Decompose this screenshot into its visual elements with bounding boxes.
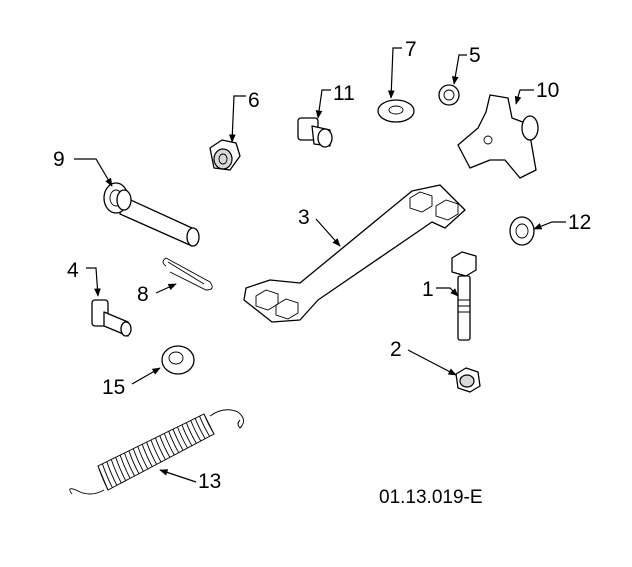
callout-6: 6 [228, 89, 260, 143]
svg-text:4: 4 [67, 259, 79, 282]
svg-text:8: 8 [137, 283, 149, 306]
callout-8: 8 [137, 283, 177, 306]
drawing-code: 01.13.019-E [379, 487, 483, 508]
part-6-lock-nut [209, 139, 241, 171]
part-13-extension-spring [69, 409, 244, 495]
svg-text:11: 11 [333, 82, 355, 105]
svg-text:1: 1 [422, 278, 434, 301]
part-12-flange-bushing [509, 216, 535, 246]
svg-text:15: 15 [102, 376, 125, 399]
callout-10: 10 [514, 79, 559, 105]
callout-5: 5 [451, 44, 481, 85]
callout-3: 3 [298, 206, 341, 247]
callout-9: 9 [53, 148, 113, 187]
svg-text:3: 3 [298, 206, 310, 229]
part-5-nut [438, 84, 460, 106]
callout-11: 11 [315, 82, 355, 119]
part-3-link-bar [243, 184, 466, 323]
svg-text:6: 6 [248, 89, 260, 112]
part-9-clevis-pin [103, 182, 200, 247]
callout-2: 2 [390, 338, 457, 376]
callout-13: 13 [159, 469, 221, 493]
callout-7: 7 [387, 38, 417, 99]
part-8-hairpin-clip [162, 257, 213, 291]
svg-text:2: 2 [390, 338, 402, 361]
part-2-nut [455, 367, 481, 393]
callout-1: 1 [422, 278, 459, 301]
svg-text:12: 12 [568, 211, 591, 234]
callout-12: 12 [533, 211, 591, 234]
part-1-bolt [451, 251, 477, 341]
svg-text:13: 13 [198, 470, 221, 493]
svg-text:5: 5 [469, 44, 481, 67]
part-7-flat-washer [377, 99, 415, 123]
svg-text:9: 9 [53, 148, 65, 171]
svg-text:7: 7 [405, 38, 417, 61]
part-11-shoulder-bolt [297, 117, 333, 148]
part-10-star-knob [457, 94, 539, 179]
part-4-shoulder-bolt [91, 299, 132, 337]
callout-4: 4 [67, 259, 101, 297]
svg-text:10: 10 [536, 79, 559, 102]
callout-15: 15 [102, 367, 161, 399]
part-15-bushing [161, 345, 195, 375]
